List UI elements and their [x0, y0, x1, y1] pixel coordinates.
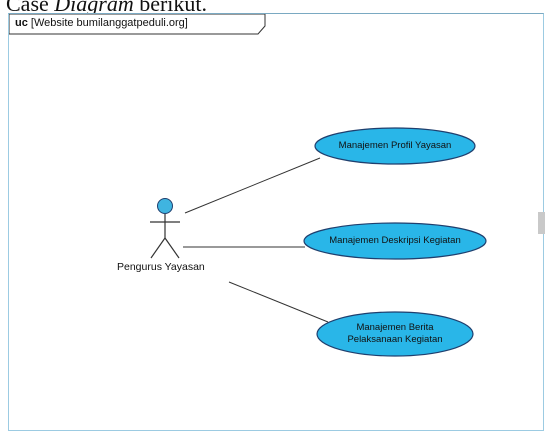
- page-caption: Case Diagram berikut.: [6, 0, 208, 16]
- frame-tab: [9, 14, 266, 35]
- usecase-ellipse-deskripsi[interactable]: [303, 222, 487, 260]
- association-line-1: [184, 157, 321, 214]
- side-scroll-handle: [538, 212, 545, 234]
- usecase-label-berita: Manajemen Berita Pelaksanaan Kegiatan: [347, 322, 443, 345]
- diagram-frame: uc [Website bumilanggatpeduli.org]: [8, 13, 544, 431]
- actor-name-label: Pengurus Yayasan: [117, 261, 205, 273]
- association-line-3: [228, 281, 329, 323]
- usecase-ellipse-profil[interactable]: [314, 127, 476, 165]
- usecase-ellipse-berita[interactable]: [316, 311, 474, 357]
- actor-stick-figure-icon: [150, 198, 180, 259]
- usecase-label-deskripsi: Manajemen Deskripsi Kegiatan: [329, 235, 461, 246]
- frame-title: uc [Website bumilanggatpeduli.org]: [15, 17, 188, 29]
- usecase-label-profil: Manajemen Profil Yayasan: [338, 140, 452, 151]
